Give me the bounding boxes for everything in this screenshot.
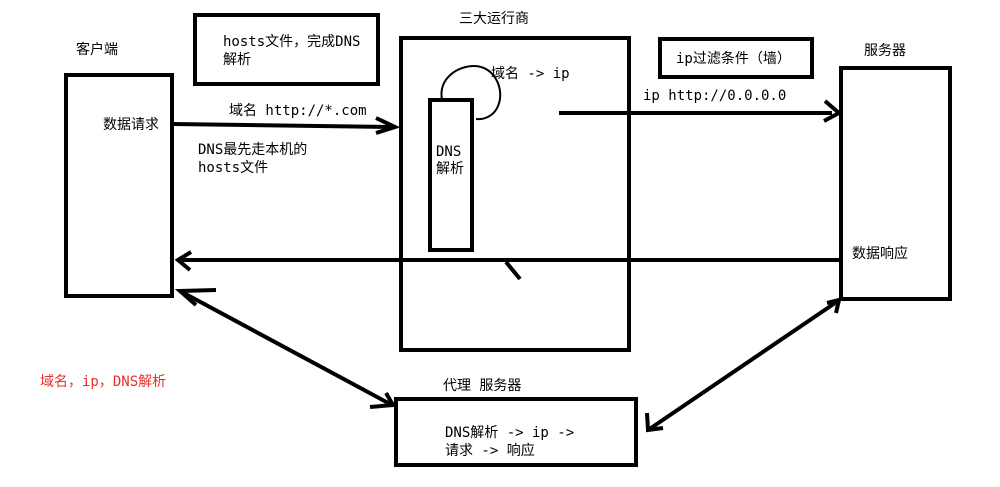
operator-box bbox=[399, 36, 631, 352]
firewall-box bbox=[658, 37, 814, 79]
arrowhead-proxy-side bbox=[645, 412, 664, 433]
arrowhead-mid-response bbox=[504, 260, 522, 281]
firewall-label: ip过滤条件（墙） bbox=[676, 51, 791, 67]
server-box bbox=[839, 66, 952, 301]
arrow-client-to-operator bbox=[172, 122, 391, 129]
hosts-note-box bbox=[193, 13, 380, 86]
arrowhead-client-end bbox=[174, 288, 217, 307]
footnote-label: 域名，ip，DNS解析 bbox=[40, 374, 167, 390]
proxy-line1: DNS解析 -> ip -> bbox=[445, 425, 575, 441]
proxy-title: 代理 服务器 bbox=[443, 378, 522, 394]
dns-box-line2: 解析 bbox=[436, 161, 464, 177]
proxy-line2: 请求 -> 响应 bbox=[445, 443, 535, 459]
arrowhead-server-side bbox=[826, 297, 842, 314]
dns-box-line1: DNS bbox=[436, 144, 462, 160]
arrow-client-to-proxy bbox=[179, 289, 393, 407]
hosts-note-line1: hosts文件，完成DNS bbox=[223, 34, 361, 50]
server-response-label: 数据响应 bbox=[852, 246, 908, 262]
dns-first-line1: DNS最先走本机的 bbox=[198, 142, 308, 158]
proxy-box bbox=[394, 397, 638, 467]
arrow-proxy-to-server bbox=[646, 299, 840, 432]
arrowhead-client-to-operator bbox=[375, 116, 401, 135]
hosts-note-line2: 解析 bbox=[223, 52, 251, 68]
dns-box bbox=[428, 98, 474, 252]
ip-request-label: ip http://0.0.0.0 bbox=[643, 88, 787, 104]
dns-first-line2: hosts文件 bbox=[198, 160, 269, 176]
client-request-label: 数据请求 bbox=[103, 117, 159, 133]
arrowhead-server-to-client bbox=[174, 250, 193, 272]
domain-request-label: 域名 http://*.com bbox=[229, 103, 367, 119]
arrowhead-operator-to-server bbox=[823, 99, 843, 123]
server-title: 服务器 bbox=[864, 43, 906, 59]
operator-loop-label: 域名 -> ip bbox=[491, 66, 570, 82]
dns-loop-arc bbox=[440, 64, 502, 121]
arrowhead-proxy-end bbox=[369, 391, 397, 409]
client-title: 客户端 bbox=[76, 42, 118, 58]
client-box bbox=[64, 73, 174, 298]
operator-title: 三大运行商 bbox=[459, 11, 529, 27]
